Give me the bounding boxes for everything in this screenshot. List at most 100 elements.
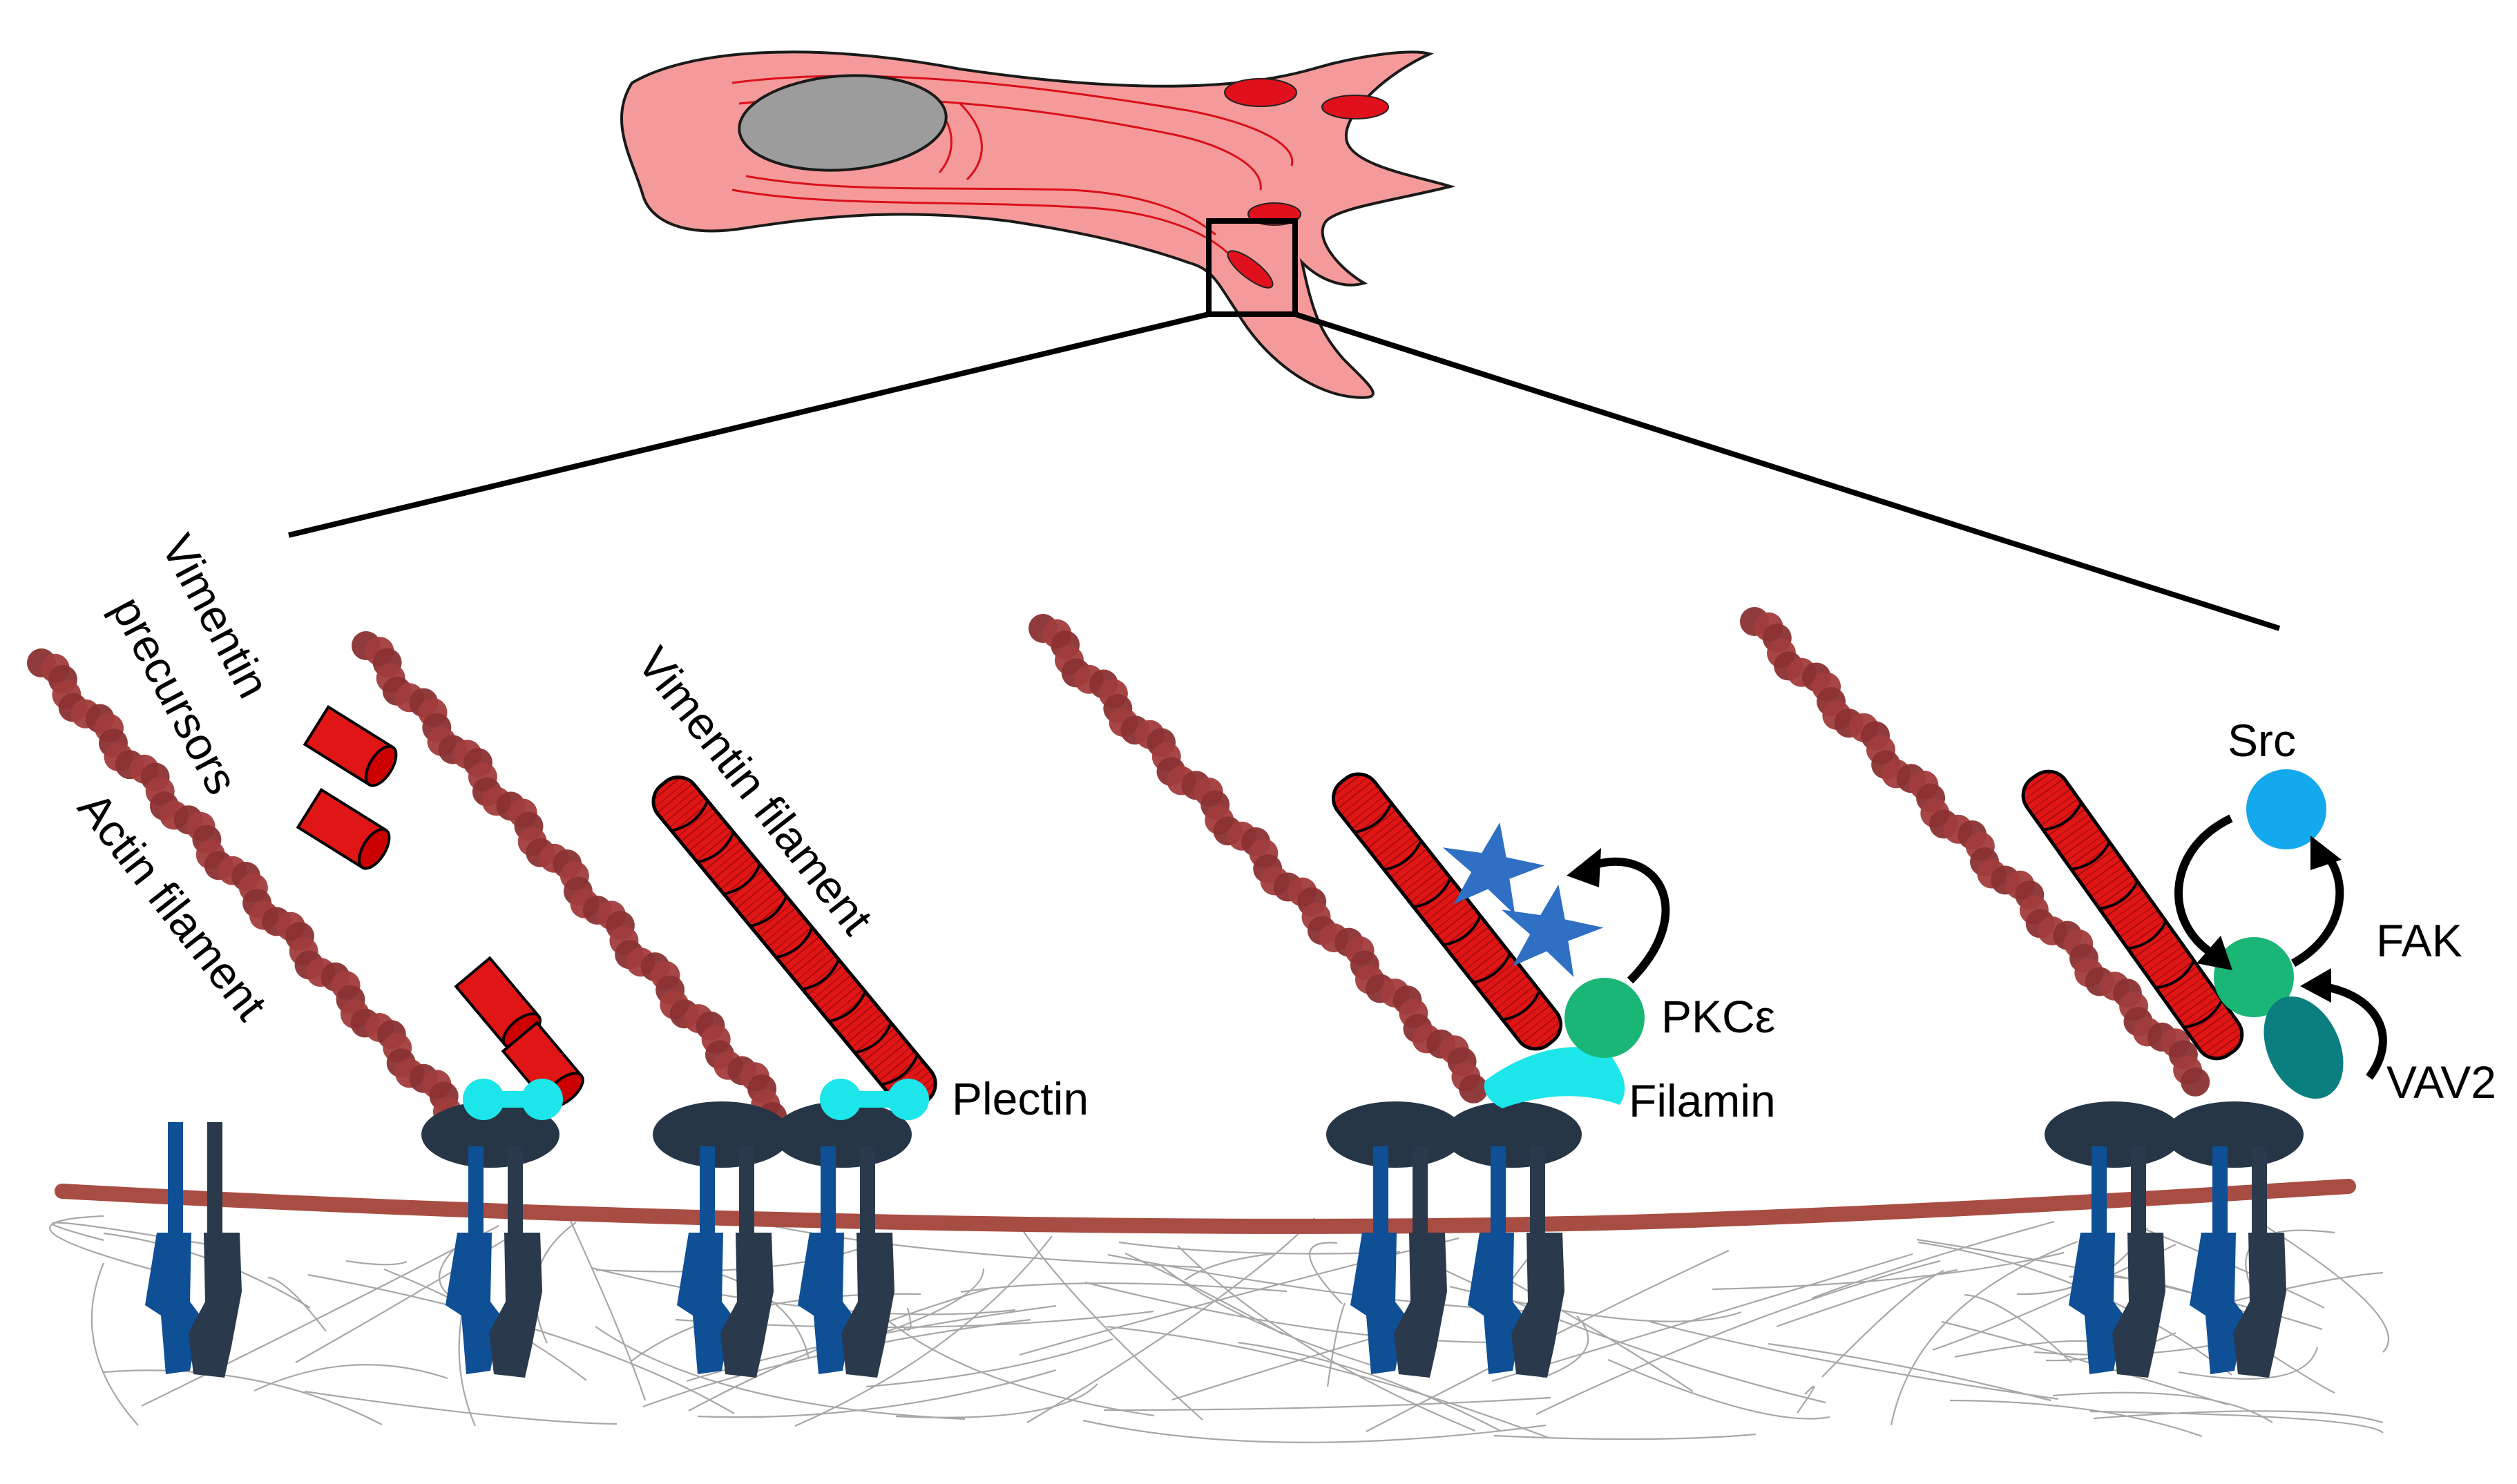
label-fak: FAK <box>2376 915 2462 966</box>
ecm-fibre <box>51 1222 220 1248</box>
vimentin-precursors <box>296 704 584 1108</box>
ecm-fibre <box>304 1390 618 1425</box>
organelle-4 <box>1227 250 1274 289</box>
ecm-fibre <box>1493 1433 1757 1440</box>
integrin-5 <box>1326 1101 1464 1378</box>
fak-kinase <box>2214 937 2294 1017</box>
ecm-fibre <box>1964 1293 2072 1363</box>
extracellular-matrix <box>49 1215 2390 1443</box>
vav2-protein <box>2264 996 2344 1099</box>
integrin-7 <box>2045 1101 2183 1378</box>
actin-filament-1 <box>27 648 470 1138</box>
pkc-arrow <box>1587 857 1670 984</box>
nucleus <box>738 74 948 172</box>
plectin-left <box>463 1079 563 1120</box>
ecm-fibre <box>1237 1341 1501 1432</box>
integrin-1 <box>145 1122 242 1378</box>
ecm-fibre <box>1649 1320 2059 1400</box>
ecm-fibre <box>2257 1220 2390 1353</box>
ecm-fibre <box>1103 1396 1551 1411</box>
ecm-fibre <box>1084 1281 1509 1344</box>
ecm-fibre <box>697 1369 1057 1418</box>
ecm-fibre <box>1607 1358 1830 1420</box>
label-pkc: PKCε <box>1661 991 1775 1042</box>
ecm-fibre <box>1124 1253 1283 1335</box>
label-filamin: Filamin <box>1629 1075 1776 1126</box>
organelle-1 <box>1224 78 1297 107</box>
cell-inner-line-6 <box>959 102 983 181</box>
vimentin-filament-2 <box>1331 772 1562 1051</box>
ecm-fibre <box>595 1326 966 1420</box>
ecm-fibre <box>2089 1410 2384 1434</box>
ecm-fibre <box>2052 1391 2273 1423</box>
ecm-fibre <box>1184 1252 1277 1281</box>
ecm-fibre <box>2093 1410 2384 1424</box>
vimentin-precursor-1 <box>303 704 398 787</box>
actin-filament-4 <box>1740 607 2210 1097</box>
ecm-fibre <box>794 1235 1053 1427</box>
vimentin-precursor-3 <box>454 956 542 1049</box>
integrin-3 <box>653 1101 791 1378</box>
ecm-fibre <box>1821 1270 1944 1378</box>
label-plectin: Plectin <box>952 1073 1089 1124</box>
ecm-fibre <box>1542 1316 1589 1379</box>
ecm-fibre <box>1309 1242 1343 1304</box>
vimentin-filament-3 <box>2021 769 2244 1061</box>
ecm-fibre <box>2178 1347 2319 1380</box>
ecm-fibre <box>1366 1249 1730 1432</box>
ecm-fibre <box>1326 1302 1346 1387</box>
cell-illustration <box>620 50 1456 399</box>
zoom-box <box>1206 218 1298 317</box>
src-kinase <box>2246 769 2326 849</box>
ecm-fibre <box>1118 1241 1401 1255</box>
filamin <box>1484 1047 1625 1108</box>
ecm-fibre <box>1491 1253 1913 1382</box>
ecm-fibre <box>1177 1245 1476 1432</box>
ecm-fibre <box>1941 1320 2228 1406</box>
ecm-fibre <box>49 1215 162 1273</box>
ecm-fibre <box>253 1364 448 1391</box>
ecm-fibre <box>307 1273 735 1414</box>
ecm-fibre <box>345 1260 408 1266</box>
phospho-star-2 <box>1501 884 1604 977</box>
pkc-epsilon <box>1564 978 1645 1058</box>
src-to-fak-arrow <box>2174 814 2233 961</box>
label-src: Src <box>2228 715 2296 766</box>
ecm-fibre <box>570 1220 647 1401</box>
vav2-to-fak-arrowhead <box>2300 968 2331 1003</box>
integrin-2 <box>421 1101 559 1378</box>
ecm-fibre <box>1015 1220 1203 1420</box>
ecm-fibre <box>90 1262 139 1426</box>
actin-filaments <box>27 607 2210 1138</box>
fak-to-src-arrow <box>2291 849 2344 967</box>
vimentin-precursor-2 <box>296 787 391 870</box>
zoom-line-right <box>1294 311 2281 631</box>
plasma-membrane <box>55 1179 2356 1234</box>
ecm-fibre <box>865 1338 1113 1388</box>
integrins <box>145 1101 2304 1378</box>
ecm-fibre <box>1082 1419 1547 1443</box>
ecm-fibre <box>1496 1273 1694 1392</box>
ecm-fibre <box>1026 1217 1315 1423</box>
vimentin-filaments <box>651 769 2244 1110</box>
ecm-fibre <box>267 1276 327 1332</box>
src-to-fak-arrowhead <box>2197 936 2232 970</box>
ecm-fibre <box>960 1282 1288 1293</box>
cell-inner-line-3 <box>731 189 1238 263</box>
integrin-4 <box>774 1101 912 1378</box>
ecm-fibre <box>1171 1331 1394 1401</box>
ecm-fibre <box>2214 1271 2384 1307</box>
ecm-fibre <box>103 1369 383 1425</box>
pkc-arrowhead <box>1567 848 1601 887</box>
actin-filament-2 <box>352 631 787 1131</box>
ecm-fibre <box>903 1307 912 1331</box>
phospho-star-1 <box>1442 822 1545 915</box>
ecm-fibre <box>1535 1260 1941 1415</box>
ecm-fibre <box>1811 1220 2055 1300</box>
ecm-fibre <box>1106 1325 1549 1439</box>
ecm-fibre <box>1776 1269 1958 1328</box>
vav2-to-fak-arrow <box>2320 982 2387 1080</box>
zoom-line-left <box>288 311 1209 538</box>
organelle-2 <box>1321 95 1389 119</box>
